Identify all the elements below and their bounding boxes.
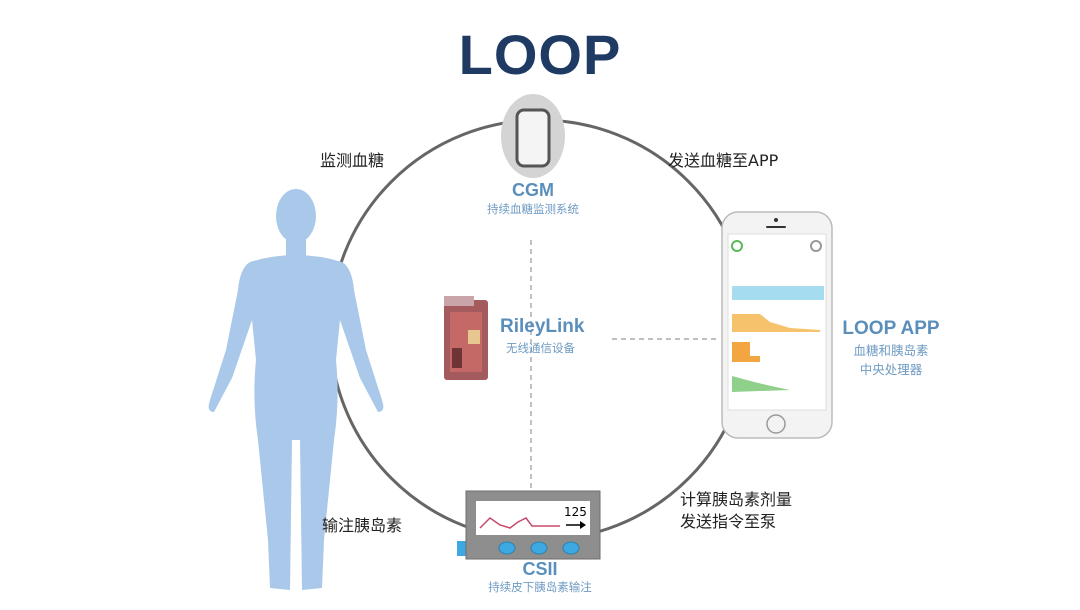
app-desc-line1: 血糖和胰岛素 <box>853 343 929 358</box>
rileylink-desc: 无线通信设备 <box>506 341 575 355</box>
pump-button-1 <box>498 541 516 555</box>
rileylink-label: RileyLink 无线通信设备 <box>500 316 584 356</box>
label-send-to-app: 发送血糖至APP <box>668 151 779 170</box>
csii-name: CSII <box>522 559 558 579</box>
pump-screen-value: 125 <box>564 505 587 519</box>
cgm-sensor-image <box>501 94 565 178</box>
arrow-right-icon <box>580 521 586 529</box>
csii-label: CSII 持续皮下胰岛素输注 <box>460 559 620 595</box>
app-name: LOOP APP <box>842 318 940 339</box>
label-monitor-glucose: 监测血糖 <box>320 151 385 170</box>
cgm-name: CGM <box>512 180 554 200</box>
pump-button-3 <box>562 541 580 555</box>
pump-glucose-trace <box>479 517 560 529</box>
rileylink-name: RileyLink <box>500 316 585 337</box>
human-body-figure <box>208 189 384 590</box>
cgm-label: CGM 持续血糖监测系统 <box>463 180 603 217</box>
page-title: LOOP <box>458 23 622 86</box>
csii-pump-image <box>457 490 601 560</box>
cgm-desc: 持续血糖监测系统 <box>487 202 579 216</box>
rileylink-device-image <box>444 296 488 380</box>
phone-image <box>721 211 833 439</box>
label-infuse-insulin: 输注胰岛素 <box>322 516 403 535</box>
label-send-command: 发送指令至泵 <box>680 512 777 531</box>
app-label: LOOP APP 血糖和胰岛素 中央处理器 <box>836 318 946 378</box>
pump-button-2 <box>530 541 548 555</box>
csii-desc: 持续皮下胰岛素输注 <box>488 580 592 594</box>
app-desc-line2: 中央处理器 <box>859 362 923 377</box>
label-calc-dose: 计算胰岛素剂量 <box>680 490 793 509</box>
